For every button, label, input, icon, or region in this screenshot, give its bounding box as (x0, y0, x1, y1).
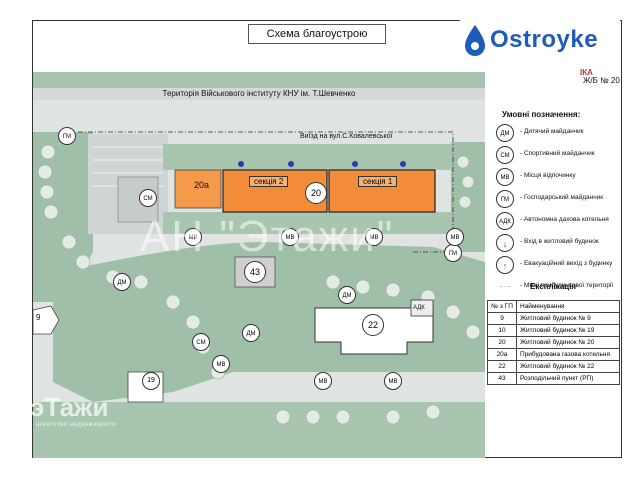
building-20a-label: 20а (194, 180, 210, 190)
table-header: № з ГП Найменування (487, 300, 620, 313)
legend-text: - Автономна дахова котельня (520, 216, 609, 223)
watermark-text: АН "Этажи" (140, 212, 395, 261)
table-row: 43 Розподільчий пункт (РП) (487, 372, 620, 385)
marker-mv-f: МВ (314, 372, 332, 390)
top-lawn (33, 72, 485, 88)
marker-mv-g: МВ (384, 372, 402, 390)
table-row: 20 Житловий будинок № 20 (487, 336, 620, 349)
legend-item: - · - - Межі прибудинкової території (496, 276, 620, 298)
row-number: 20а (487, 348, 517, 361)
south-lawn (33, 402, 485, 458)
explication-title: Експлікація (530, 282, 577, 291)
row-name: Житловий будинок № 22 (516, 360, 620, 373)
marker-gm-side: ГМ (444, 244, 462, 262)
header-cell: № з ГП (487, 300, 517, 313)
row-name: Прибудована газова котельня (516, 348, 620, 361)
territory-label: Територія Військового інституту КНУ ім. … (162, 89, 356, 98)
entrance-arrows (238, 161, 406, 167)
marker-dm-right: ДМ (338, 286, 356, 304)
legend-text: - Дитячий майданчик (520, 128, 584, 135)
building-20a (174, 169, 222, 209)
exit-arrow-icon: ↑ (496, 256, 514, 274)
brand-logo: Ostroyke ІКА (460, 18, 620, 77)
marker-mv-a: МВ (184, 228, 202, 246)
central-lawn (53, 242, 485, 402)
row-number: 43 (487, 372, 517, 385)
legend-title: Умовні позначення: (502, 110, 581, 119)
row-number: 9 (487, 312, 517, 325)
watermark-corner-sub: агентство недвижимости (36, 422, 117, 428)
site-map (33, 72, 485, 458)
row-number: 20 (487, 336, 517, 349)
building-22-label: 22 (362, 314, 384, 336)
legend-text: - Господарський майданчик (520, 194, 604, 201)
marker-dm-left: ДМ (113, 273, 131, 291)
row-name: Житловий будинок № 20 (516, 336, 620, 349)
table-row: 20а Прибудована газова котельня (487, 348, 620, 361)
explication-table: № з ГП Найменування 9 Житловий будинок №… (487, 300, 620, 385)
legend-text: - Місця відпочинку (520, 172, 576, 179)
adk-boiler (410, 299, 434, 317)
legend-item: ↑ - Евакуаційний вихід з будинку (496, 254, 620, 276)
section-2-label: секція 2 (249, 176, 289, 187)
legend-text: - Вхід в житловий будинок (520, 238, 599, 245)
legend-item: МВ - Місця відпочинку (496, 166, 620, 188)
logo-drop-icon (465, 25, 485, 56)
adk-label: АДК (413, 305, 425, 311)
table-row: 9 Житловий будинок № 9 (487, 312, 620, 325)
north-lawn (163, 144, 463, 170)
legend-item: ↓ - Вхід в житловий будинок (496, 232, 620, 254)
legend-item: АДК - Автономна дахова котельня (496, 210, 620, 232)
row-name: Житловий будинок № 9 (516, 312, 620, 325)
logo-brand: Ostroyke (490, 26, 599, 53)
marker-dm-mid: ДМ (242, 324, 260, 342)
boundary-line-icon: - · - (496, 278, 514, 296)
parking-lines (93, 146, 163, 187)
legend-text: - Евакуаційний вихід з будинку (520, 260, 613, 267)
page-title: Схема благоустрою (248, 24, 386, 44)
marker-sm-mid: СМ (192, 333, 210, 351)
building-20-label: 20 (305, 182, 327, 204)
building-9 (33, 305, 60, 335)
legend-item: ДМ - Дитячий майданчик (496, 122, 620, 144)
table-row: 22 Житловий будинок № 22 (487, 360, 620, 373)
row-name: Розподільчий пункт (РП) (516, 372, 620, 385)
legend-symbol: АДК (496, 212, 514, 230)
row-name: Житловий будинок № 19 (516, 324, 620, 337)
legend-symbol: МВ (496, 168, 514, 186)
row-number: 22 (487, 360, 517, 373)
legend-symbol: ГМ (496, 190, 514, 208)
building-9-label: 9 (36, 313, 41, 322)
document-number: Ж/Б № 20 (583, 76, 620, 85)
legend-text: - Межі прибудинкової території (520, 282, 614, 289)
entrance-arrow-icon: ↓ (496, 234, 514, 252)
legend-panel: Умовні позначення: ДМ - Дитячий майданчи… (490, 100, 620, 455)
row-number: 10 (487, 324, 517, 337)
marker-gm-top: ГМ (58, 127, 76, 145)
legend-text: - Спортивний майданчик (520, 150, 595, 157)
marker-mv-b: МВ (281, 228, 299, 246)
logo-suffix: ІКА (580, 68, 593, 77)
legend-symbol: ДМ (496, 124, 514, 142)
legend-item: ГМ - Господарський майданчик (496, 188, 620, 210)
south-lawn-strip (163, 212, 463, 234)
building-19-label: 19 (142, 372, 160, 390)
territory-boundary (78, 131, 454, 253)
exit-label: Виїзд на вул.С.Ковалевської (300, 133, 393, 140)
table-row: 10 Житловий будинок № 19 (487, 324, 620, 337)
marker-sm-left: СМ (139, 189, 157, 207)
marker-mv-d: МВ (446, 228, 464, 246)
legend-item: СМ - Спортивний майданчик (496, 144, 620, 166)
watermark-corner: эТажи (30, 392, 109, 422)
header-cell: Найменування (516, 300, 620, 313)
section-1-label: секція 1 (358, 176, 398, 187)
territory-band: Територія Військового інституту КНУ ім. … (33, 88, 485, 100)
legend-symbol: СМ (496, 146, 514, 164)
substation-43-label: 43 (244, 261, 266, 283)
marker-mv-e: МВ (212, 355, 230, 373)
marker-mv-c: МВ (365, 228, 383, 246)
